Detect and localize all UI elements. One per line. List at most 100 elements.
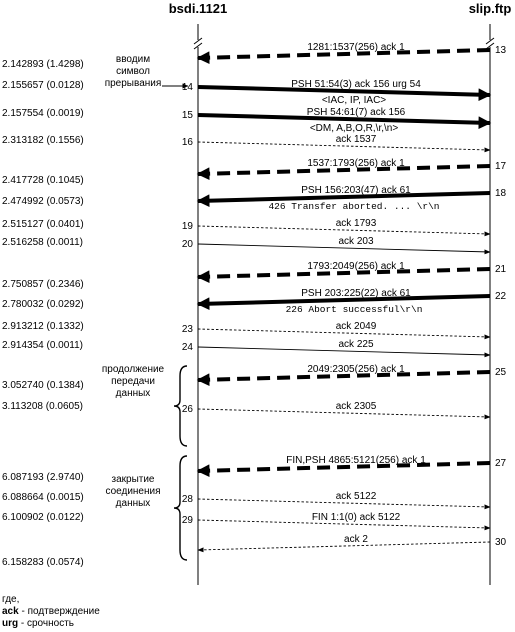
segment-number: 22: [495, 291, 507, 302]
segment-timestamp: 2.516258 (0.0011): [2, 237, 83, 248]
segment-timestamp: 3.052740 (0.1384): [2, 380, 84, 391]
segment-number: 28: [182, 494, 194, 505]
segment-label: ack 2305: [336, 401, 377, 412]
segment-label: FIN,PSH 4865:5121(256) ack 1: [286, 455, 426, 466]
segment-timestamp: 2.913212 (0.1332): [2, 321, 84, 332]
annotation-line: закрытие: [112, 474, 155, 485]
segment-23: ack 2049 23 2.913212 (0.1332): [2, 321, 491, 340]
segment-label: 1793:2049(256) ack 1: [307, 261, 405, 272]
segment-arrow: [196, 191, 491, 208]
right-host-timeline: [485, 24, 495, 585]
segment-timestamp: 6.100902 (0.0122): [2, 512, 84, 523]
segment-number: 25: [495, 367, 507, 378]
segment-label: ack 2: [344, 534, 368, 545]
segment-timestamp: 2.157554 (0.0019): [2, 108, 84, 119]
legend: где, ack - подтверждение urg - срочность: [2, 594, 100, 630]
segment-14: PSH 51:54(3) ack 156 urg 54 <IAC, IP, IAC…: [2, 79, 492, 106]
annotation-line: продолжение: [102, 364, 165, 375]
segment-number: 18: [495, 188, 507, 199]
segment-number: 16: [182, 137, 194, 148]
segment-timestamp: 2.780032 (0.0292): [2, 299, 84, 310]
legend-desc: - срочность: [18, 618, 74, 629]
legend-item-urg: urg - срочность: [2, 618, 100, 630]
host-right-label: slip.ftp: [469, 1, 512, 16]
annotation-line: символ: [116, 66, 150, 77]
segment-timestamp: 6.158283 (0.0574): [2, 557, 84, 568]
segment-number: 26: [182, 404, 194, 415]
segment-number: 19: [182, 221, 194, 232]
segment-label: ack 225: [338, 339, 373, 350]
segment-arrow: [197, 113, 492, 130]
segment-label: FIN 1:1(0) ack 5122: [312, 512, 401, 523]
segment-arrow: [197, 408, 491, 420]
segment-timestamp: 6.088664 (0.0015): [2, 492, 84, 503]
segment-arrow: [197, 346, 491, 358]
segment-26: ack 2305 26 3.113208 (0.0605): [2, 401, 491, 420]
segment-number: 21: [495, 264, 507, 275]
segment-sublabel: <IAC, IP, IAC>: [322, 95, 386, 106]
segment-label: ack 5122: [336, 491, 377, 502]
segment-arrow: [196, 48, 491, 65]
segment-number: 27: [495, 458, 507, 469]
segment-timestamp: 2.750857 (0.2346): [2, 279, 84, 290]
segment-28: ack 5122 28 6.088664 (0.0015): [2, 491, 491, 510]
segment-label: PSH 51:54(3) ack 156 urg 54: [291, 79, 421, 90]
annotation-line: данных: [116, 388, 151, 399]
host-left-label: bsdi.1121: [169, 1, 228, 16]
annotation-line: передачи: [111, 376, 155, 387]
annotation-line: прерывания: [105, 78, 162, 89]
legend-item-ack: ack - подтверждение: [2, 606, 100, 618]
segment-label: PSH 54:61(7) ack 156: [307, 107, 406, 118]
segment-number: 30: [495, 537, 507, 548]
segment-13: 1281:1537(256) ack 1 13 2.142893 (1.4298): [2, 42, 507, 70]
segment-18: PSH 156:203(47) ack 61 426 Transfer abort…: [2, 185, 507, 212]
segment-timestamp: 2.155657 (0.0128): [2, 80, 84, 91]
segment-21: 1793:2049(256) ack 1 21 2.750857 (0.2346): [2, 261, 507, 290]
segment-arrow: [196, 370, 491, 387]
segment-arrow: [196, 164, 491, 181]
annotation-line: вводим: [116, 54, 150, 65]
segment-arrow: [197, 225, 491, 237]
segment-label: ack 1537: [336, 134, 377, 145]
segment-timestamp: 6.087193 (2.9740): [2, 472, 84, 483]
segment-number: 15: [182, 110, 194, 121]
segment-arrow: [196, 267, 491, 284]
annotation-brace: [173, 365, 188, 447]
segment-label: PSH 156:203(47) ack 61: [301, 185, 411, 196]
segment-label: 1281:1537(256) ack 1: [307, 42, 405, 53]
segment-sublabel: <DM, A,B,O,R,\r,\n>: [310, 123, 399, 134]
segment-timestamp: 2.474992 (0.0573): [2, 196, 84, 207]
segment-number: 13: [495, 45, 507, 56]
segment-arrow: [197, 519, 491, 531]
segment-arrow: [196, 461, 491, 478]
legend-key: urg: [2, 618, 19, 629]
legend-title: где,: [2, 594, 20, 605]
segment-label: ack 2049: [336, 321, 377, 332]
segment-sublabel: 426 Transfer aborted. ... \r\n: [268, 201, 439, 212]
segment-arrow: [197, 498, 491, 510]
segment-label: ack 1793: [336, 218, 377, 229]
segment-timestamp: 2.142893 (1.4298): [2, 59, 84, 70]
left-host-timeline: [193, 24, 203, 585]
segment-sublabel: 226 Abort successful\r\n: [286, 304, 423, 315]
segment-arrow: [197, 541, 491, 553]
segment-number: 24: [182, 342, 194, 353]
segment-arrow: [197, 85, 492, 102]
legend-key: ack: [2, 606, 19, 617]
segment-number: 23: [182, 324, 194, 335]
segment-timestamp: 2.313182 (0.1556): [2, 135, 84, 146]
segment-label: ack 203: [338, 236, 373, 247]
segment-layer: 1281:1537(256) ack 1 13 2.142893 (1.4298) P…: [2, 42, 507, 568]
segment-timestamp: 3.113208 (0.0605): [2, 401, 83, 412]
legend-desc: - подтверждение: [18, 606, 100, 617]
